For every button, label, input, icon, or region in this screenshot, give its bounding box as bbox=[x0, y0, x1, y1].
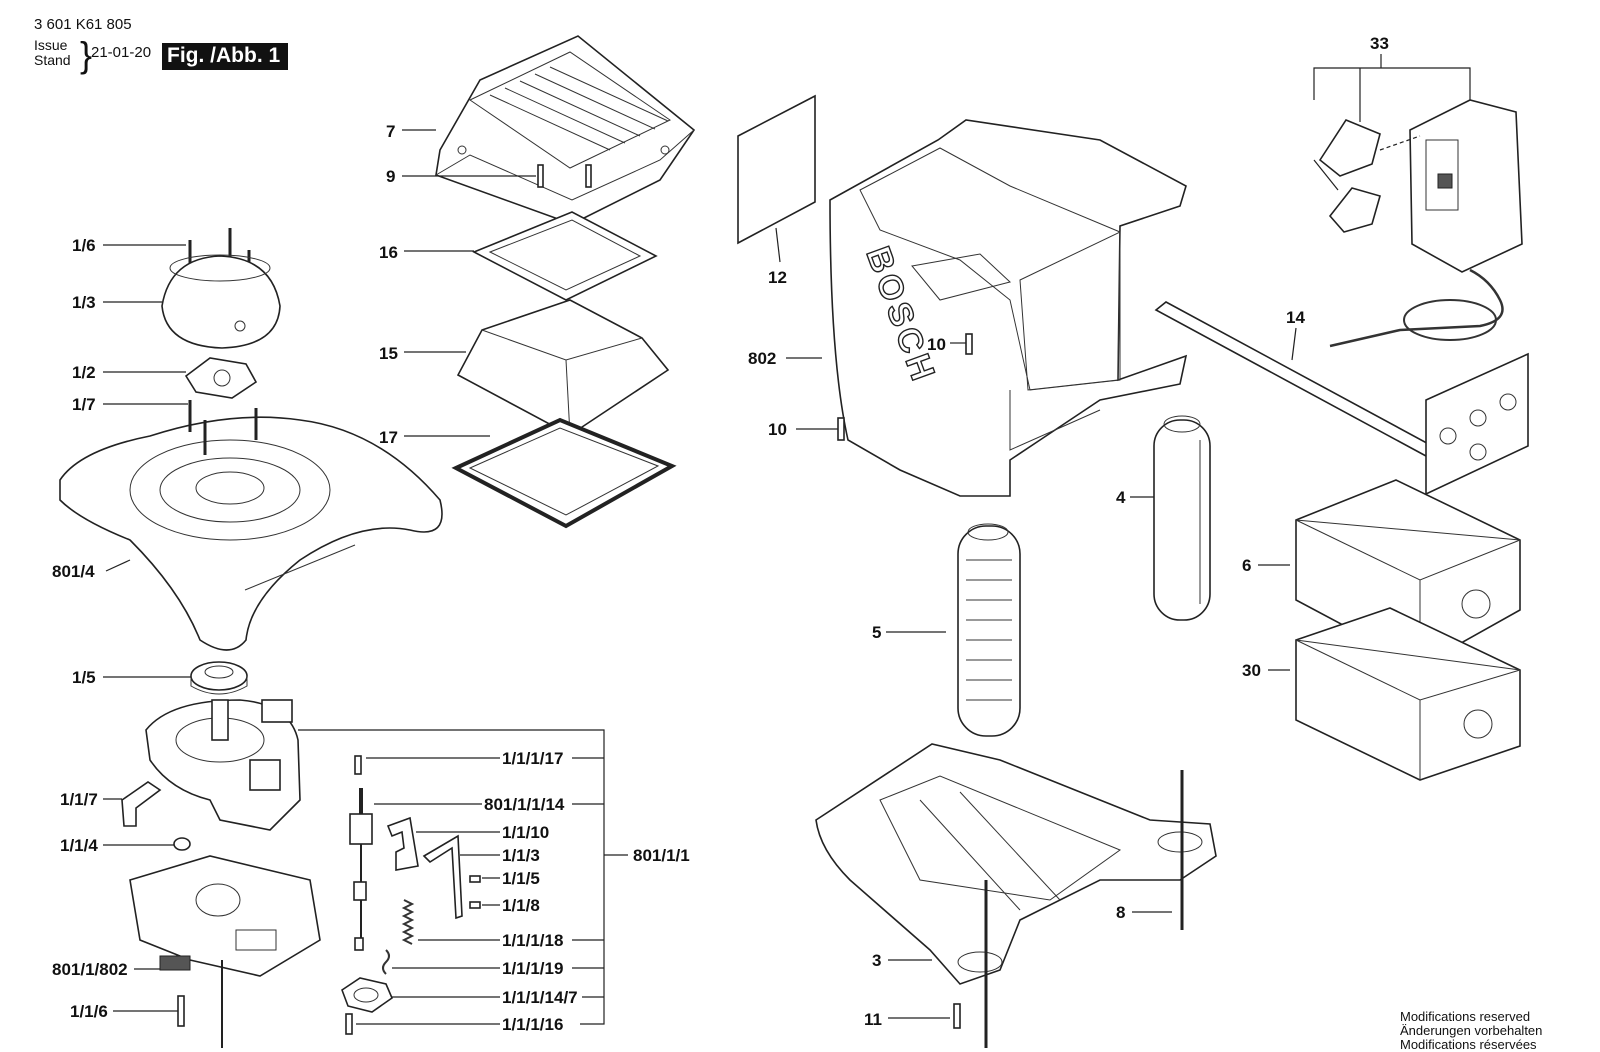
label-10-lower: 10 bbox=[768, 420, 787, 439]
stand-label: Stand bbox=[34, 52, 71, 68]
label-1-1-4: 1/1/4 bbox=[60, 836, 98, 855]
part-1-1-1-14-7-gasket bbox=[341, 977, 393, 1013]
part-801-4-base-frame bbox=[59, 416, 443, 651]
brace-glyph: } bbox=[80, 34, 93, 75]
label-16: 16 bbox=[379, 243, 398, 262]
label-801-4: 801/4 bbox=[52, 562, 95, 581]
part-1-1-1-19-spring bbox=[382, 949, 390, 975]
part-1-1-5-screw bbox=[469, 875, 481, 883]
label-1-1-1-18: 1/1/1/18 bbox=[502, 931, 563, 950]
label-1-3: 1/3 bbox=[72, 293, 96, 312]
part-17-seal bbox=[451, 417, 677, 529]
part-7-top-cover bbox=[435, 35, 696, 225]
label-1-7: 1/7 bbox=[72, 395, 96, 414]
label-1-1-1-19: 1/1/1/19 bbox=[502, 959, 563, 978]
document-number: 3 601 K61 805 bbox=[34, 16, 132, 33]
part-1-1-4-washer bbox=[173, 837, 191, 851]
part-802-housing bbox=[829, 119, 1188, 497]
part-9-screws bbox=[537, 164, 592, 188]
part-6-battery-pack bbox=[1295, 479, 1521, 667]
label-9: 9 bbox=[386, 167, 395, 186]
label-1-5: 1/5 bbox=[72, 668, 96, 687]
label-1-1-3: 1/1/3 bbox=[502, 846, 540, 865]
label-10-upper: 10 bbox=[927, 335, 946, 354]
label-5: 5 bbox=[872, 623, 881, 642]
part-801-1-1-motor-assembly bbox=[145, 699, 301, 831]
label-3: 3 bbox=[872, 951, 881, 970]
part-1-2-prism-holder bbox=[184, 357, 258, 399]
part-1-1-1-17-screw bbox=[354, 755, 362, 775]
label-7: 7 bbox=[386, 122, 395, 141]
label-1-1-8: 1/1/8 bbox=[502, 896, 540, 915]
part-1-5-nut bbox=[190, 661, 248, 695]
label-30: 30 bbox=[1242, 661, 1261, 680]
part-3-base bbox=[815, 743, 1217, 985]
note-de: Änderungen vorbehalten bbox=[1400, 1023, 1543, 1038]
label-1-1-10: 1/1/10 bbox=[502, 823, 549, 842]
label-802: 802 bbox=[748, 349, 776, 368]
part-1-1-10-clip bbox=[386, 816, 419, 871]
part-30-battery-pack bbox=[1295, 607, 1521, 781]
label-6: 6 bbox=[1242, 556, 1251, 575]
label-1-1-7: 1/1/7 bbox=[60, 790, 98, 809]
issue-stand-label: Issue Stand bbox=[34, 38, 71, 68]
part-14-strap bbox=[1154, 301, 1529, 496]
part-33-charger bbox=[1318, 99, 1523, 348]
part-1-1-1-18-spring bbox=[401, 899, 415, 945]
label-1-1-6: 1/1/6 bbox=[70, 1002, 108, 1021]
part-1-1-6-screw bbox=[177, 995, 185, 1027]
part-1-1-7-ribbon bbox=[121, 781, 162, 827]
figure-label: Fig. /Abb. 1 bbox=[162, 43, 289, 70]
label-1-1-1-16: 1/1/1/16 bbox=[502, 1015, 563, 1034]
label-12: 12 bbox=[768, 268, 787, 287]
part-15-window-prism bbox=[456, 299, 670, 436]
part-16-window-frame bbox=[472, 211, 658, 301]
label-8: 8 bbox=[1116, 903, 1125, 922]
label-801-1-1-14: 801/1/1/14 bbox=[484, 795, 565, 814]
label-801-1-802: 801/1/802 bbox=[52, 960, 128, 979]
part-4-battery bbox=[1153, 415, 1211, 621]
leader-lines bbox=[103, 54, 1471, 1025]
part-1-7-screws bbox=[188, 400, 258, 455]
label-17: 17 bbox=[379, 428, 398, 447]
label-15: 15 bbox=[379, 344, 398, 363]
note-en: Modifications reserved bbox=[1400, 1009, 1531, 1024]
label-1-2: 1/2 bbox=[72, 363, 96, 382]
issue-date: 21-01-20 bbox=[91, 44, 152, 61]
callout-labels: 7 9 16 15 17 1/6 1/3 1/2 1/7 801/4 1/5 1… bbox=[52, 34, 1389, 1034]
label-11: 11 bbox=[864, 1010, 882, 1029]
label-14: 14 bbox=[1286, 308, 1305, 327]
part-1-3-rotor-head bbox=[161, 254, 281, 349]
label-1-1-1-17: 1/1/1/17 bbox=[502, 749, 563, 768]
note-fr: Modifications réservées bbox=[1400, 1037, 1537, 1052]
part-1-1-8-screw bbox=[469, 901, 481, 909]
label-4: 4 bbox=[1116, 488, 1126, 507]
label-33: 33 bbox=[1370, 34, 1389, 53]
label-801-1-1: 801/1/1 bbox=[633, 846, 690, 865]
issue-label: Issue bbox=[34, 37, 68, 53]
label-1-1-1-14-7: 1/1/1/14/7 bbox=[502, 988, 578, 1007]
part-1-1-1-16-screw bbox=[345, 1013, 353, 1035]
part-11-screw bbox=[953, 880, 988, 1048]
part-12-label bbox=[737, 94, 816, 245]
label-1-6: 1/6 bbox=[72, 236, 96, 255]
part-5-battery bbox=[957, 523, 1021, 737]
label-1-1-5: 1/1/5 bbox=[502, 869, 540, 888]
part-801-1-1-14-sensor bbox=[349, 788, 373, 951]
part-801-1-802-circuit-board bbox=[129, 855, 321, 1048]
modifications-note: Modifications reserved Änderungen vorbeh… bbox=[1400, 1010, 1542, 1052]
part-1-1-3-bracket bbox=[422, 834, 463, 920]
